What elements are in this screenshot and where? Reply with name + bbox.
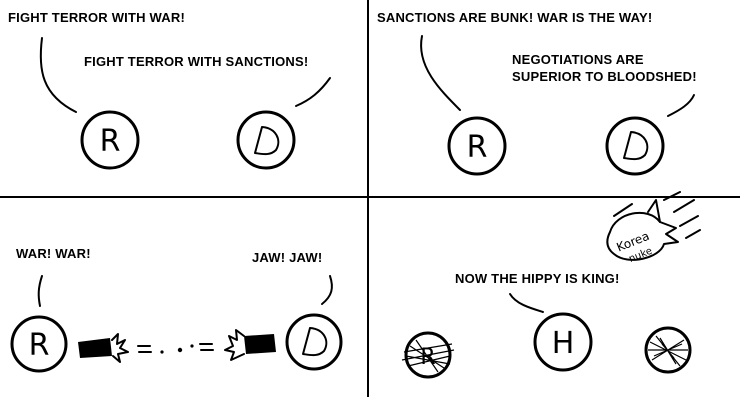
panel-3-d-caption: JAW! JAW! bbox=[252, 250, 322, 265]
panel-1-democrat-character bbox=[236, 110, 296, 170]
panel-2-d-caption-line1: NEGOTIATIONS ARE bbox=[512, 52, 644, 67]
panel-1-d-speech-line bbox=[295, 77, 331, 107]
panel-3-d-letter-drawn bbox=[302, 327, 328, 357]
panel-3-d-speech-line bbox=[321, 275, 333, 305]
panel-3-democrat-character bbox=[285, 313, 343, 371]
panel-2: SANCTIONS ARE BUNK! WAR IS THE WAY! NEGO… bbox=[377, 10, 697, 176]
panel-4-dead-democrat bbox=[644, 326, 692, 374]
panel-1-d-letter-drawn bbox=[254, 126, 280, 156]
panel-3-republican-character: R bbox=[10, 315, 68, 373]
panel-4-h-caption: NOW THE HIPPY IS KING! bbox=[455, 271, 620, 286]
panel-4: NOW THE HIPPY IS KING! H R Korea nuke bbox=[401, 191, 701, 379]
panel-2-r-speech-line bbox=[420, 35, 461, 111]
panel-1-r-letter: R bbox=[100, 124, 121, 159]
panel-2-democrat-character bbox=[605, 116, 665, 176]
panel-2-r-letter: R bbox=[467, 130, 488, 165]
panel-2-d-caption-line2: SUPERIOR TO BLOODSHED! bbox=[512, 69, 697, 84]
panel-4-hippy-character: H bbox=[533, 312, 593, 372]
panel-2-republican-character: R bbox=[447, 116, 507, 176]
panel-3-r-speech-line bbox=[37, 275, 43, 307]
panel-4-h-letter: H bbox=[552, 326, 575, 361]
panel-4-dead-republican: R bbox=[401, 331, 455, 379]
panel-4-h-speech-line bbox=[509, 293, 544, 313]
nuke-fin bbox=[647, 199, 661, 223]
panel-1-r-speech-line bbox=[39, 37, 77, 113]
panel-1-r-caption: FIGHT TERROR WITH WAR! bbox=[8, 10, 185, 25]
panel-3-r-letter: R bbox=[29, 328, 50, 363]
panel-3-r-mouth-blast bbox=[78, 333, 129, 363]
panel-1: FIGHT TERROR WITH WAR! FIGHT TERROR WITH… bbox=[8, 10, 331, 170]
panel-3-d-mouth-blast bbox=[224, 329, 276, 361]
panel-4-korea-nuke: Korea nuke bbox=[606, 191, 701, 265]
nuke-body bbox=[606, 212, 679, 261]
nuke-motion-lines bbox=[613, 191, 701, 239]
panel-3: WAR! WAR! JAW! JAW! R bbox=[10, 246, 343, 373]
panel-2-r-caption: SANCTIONS ARE BUNK! WAR IS THE WAY! bbox=[377, 10, 652, 25]
panel-3-middle-scribble bbox=[137, 343, 214, 354]
panel-1-d-caption: FIGHT TERROR WITH SANCTIONS! bbox=[84, 54, 308, 69]
panel-2-d-speech-line bbox=[667, 94, 695, 117]
panel-3-r-caption: WAR! WAR! bbox=[16, 246, 91, 261]
panel-1-republican-character: R bbox=[80, 110, 140, 170]
panel-2-d-letter-drawn bbox=[623, 131, 649, 161]
